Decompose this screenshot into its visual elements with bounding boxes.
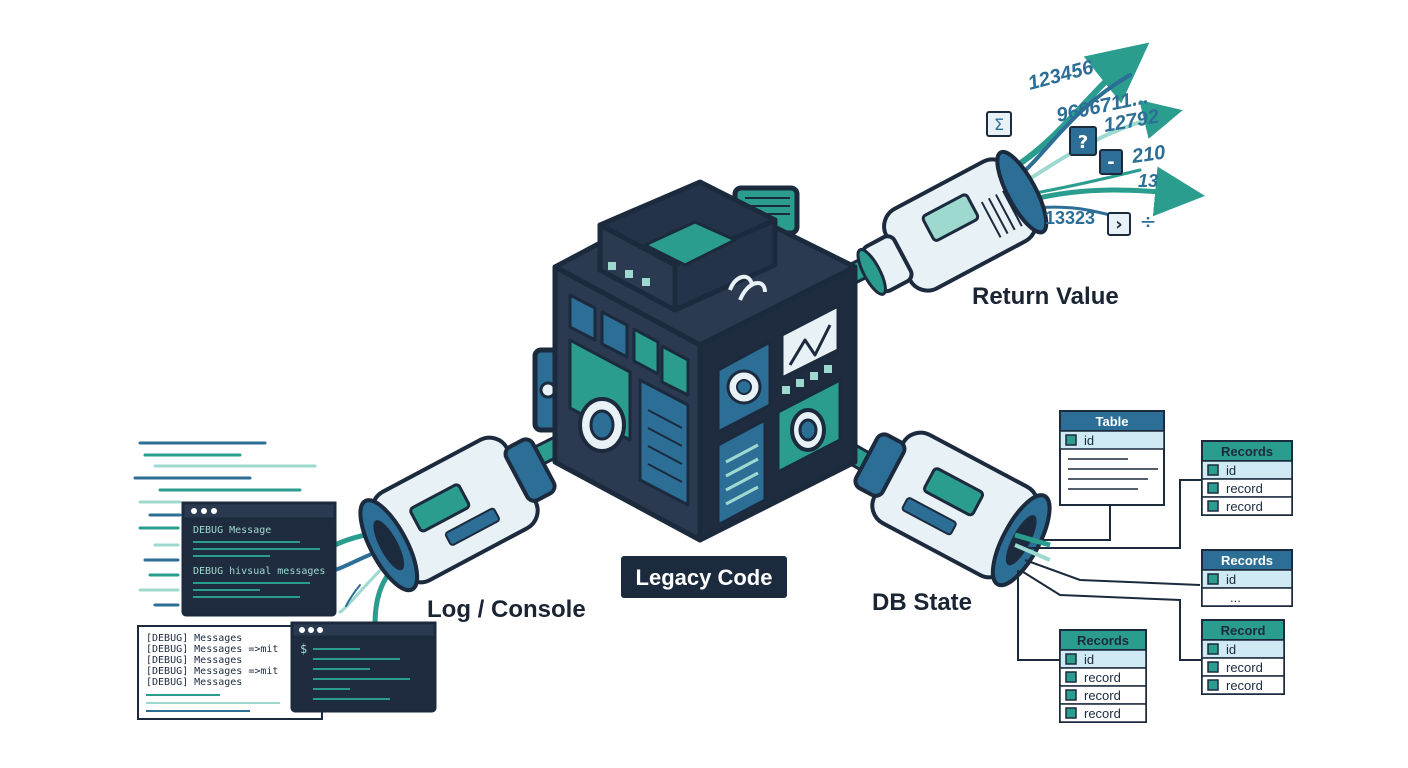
key-icon: [1207, 482, 1219, 494]
console-line: DEBUG hivsual messages: [193, 566, 325, 577]
key-icon: [1065, 707, 1077, 719]
return-symbols: Σ ? - › ÷: [986, 111, 1157, 236]
db-row: record: [1226, 678, 1263, 693]
key-icon: [1207, 679, 1219, 691]
db-table-title: Records: [1221, 444, 1273, 459]
legacy-code-label: Legacy Code: [621, 556, 787, 598]
console-line: DEBUG Message: [193, 525, 271, 536]
db-connector: [853, 430, 1052, 588]
log-connector: [358, 435, 557, 593]
return-number: 13323: [1045, 208, 1095, 228]
terminal-window: $: [290, 621, 437, 713]
terminal-prompt: $: [300, 642, 307, 656]
db-table-title: Records: [1221, 553, 1273, 568]
debug-console-window: DEBUG Message DEBUG hivsual messages: [181, 501, 337, 617]
key-icon: [1207, 661, 1219, 673]
db-row: record: [1226, 660, 1263, 675]
return-value-label: Return Value: [972, 283, 1119, 310]
key-icon: [1065, 434, 1077, 446]
db-table-records-d: Records id record record record: [1059, 629, 1147, 723]
db-row: id: [1226, 572, 1236, 587]
db-row: id: [1084, 652, 1094, 667]
db-row: record: [1084, 670, 1121, 685]
return-connector: [856, 149, 1049, 296]
db-row: record: [1084, 688, 1121, 703]
return-number: 123456: [1026, 56, 1097, 95]
db-row: record: [1226, 481, 1263, 496]
key-icon: [1207, 500, 1219, 512]
db-table-records-b: Records id...: [1201, 549, 1293, 607]
db-table-records-a: Records id record record: [1201, 440, 1293, 516]
key-icon: [1207, 464, 1219, 476]
return-number: 210: [1130, 142, 1167, 169]
log-line: [DEBUG] Messages =>mit: [146, 666, 278, 677]
sigma-icon: Σ: [994, 115, 1004, 134]
chevron-right-icon: ›: [1115, 214, 1122, 235]
log-line: [DEBUG] Messages =>mit: [146, 644, 278, 655]
log-line: [DEBUG] Messages: [146, 655, 242, 666]
legacy-code-cube: [532, 179, 858, 543]
db-row: record: [1226, 499, 1263, 514]
legacy-code-text: Legacy Code: [636, 565, 773, 590]
key-icon: [1065, 689, 1077, 701]
db-row: id: [1226, 463, 1236, 478]
speed-lines: [133, 441, 317, 607]
db-table-record-c: Record id record record: [1201, 619, 1285, 695]
question-icon: ?: [1078, 132, 1088, 153]
db-table-title: Table: [1096, 414, 1129, 429]
log-line: [DEBUG] Messages: [146, 633, 242, 644]
db-row: id: [1226, 642, 1236, 657]
db-table-title: Record: [1221, 623, 1266, 638]
minus-icon: -: [1107, 152, 1114, 173]
key-icon: [1065, 653, 1077, 665]
log-console-label: Log / Console: [427, 596, 586, 623]
return-number: 13: [1138, 171, 1158, 191]
divide-icon: ÷: [1140, 209, 1157, 233]
db-cables: [1014, 479, 1205, 661]
db-row: id: [1084, 433, 1094, 448]
db-tables: TableidRecordsidrecordrecordRecordsid...…: [1059, 410, 1293, 723]
key-icon: [1065, 671, 1077, 683]
key-icon: [1207, 643, 1219, 655]
key-icon: [1207, 573, 1219, 585]
db-table-title: Records: [1077, 633, 1129, 648]
db-row: ...: [1230, 590, 1241, 605]
db-row: record: [1084, 706, 1121, 721]
db-state-label: DB State: [872, 589, 972, 616]
log-line: [DEBUG] Messages: [146, 677, 242, 688]
